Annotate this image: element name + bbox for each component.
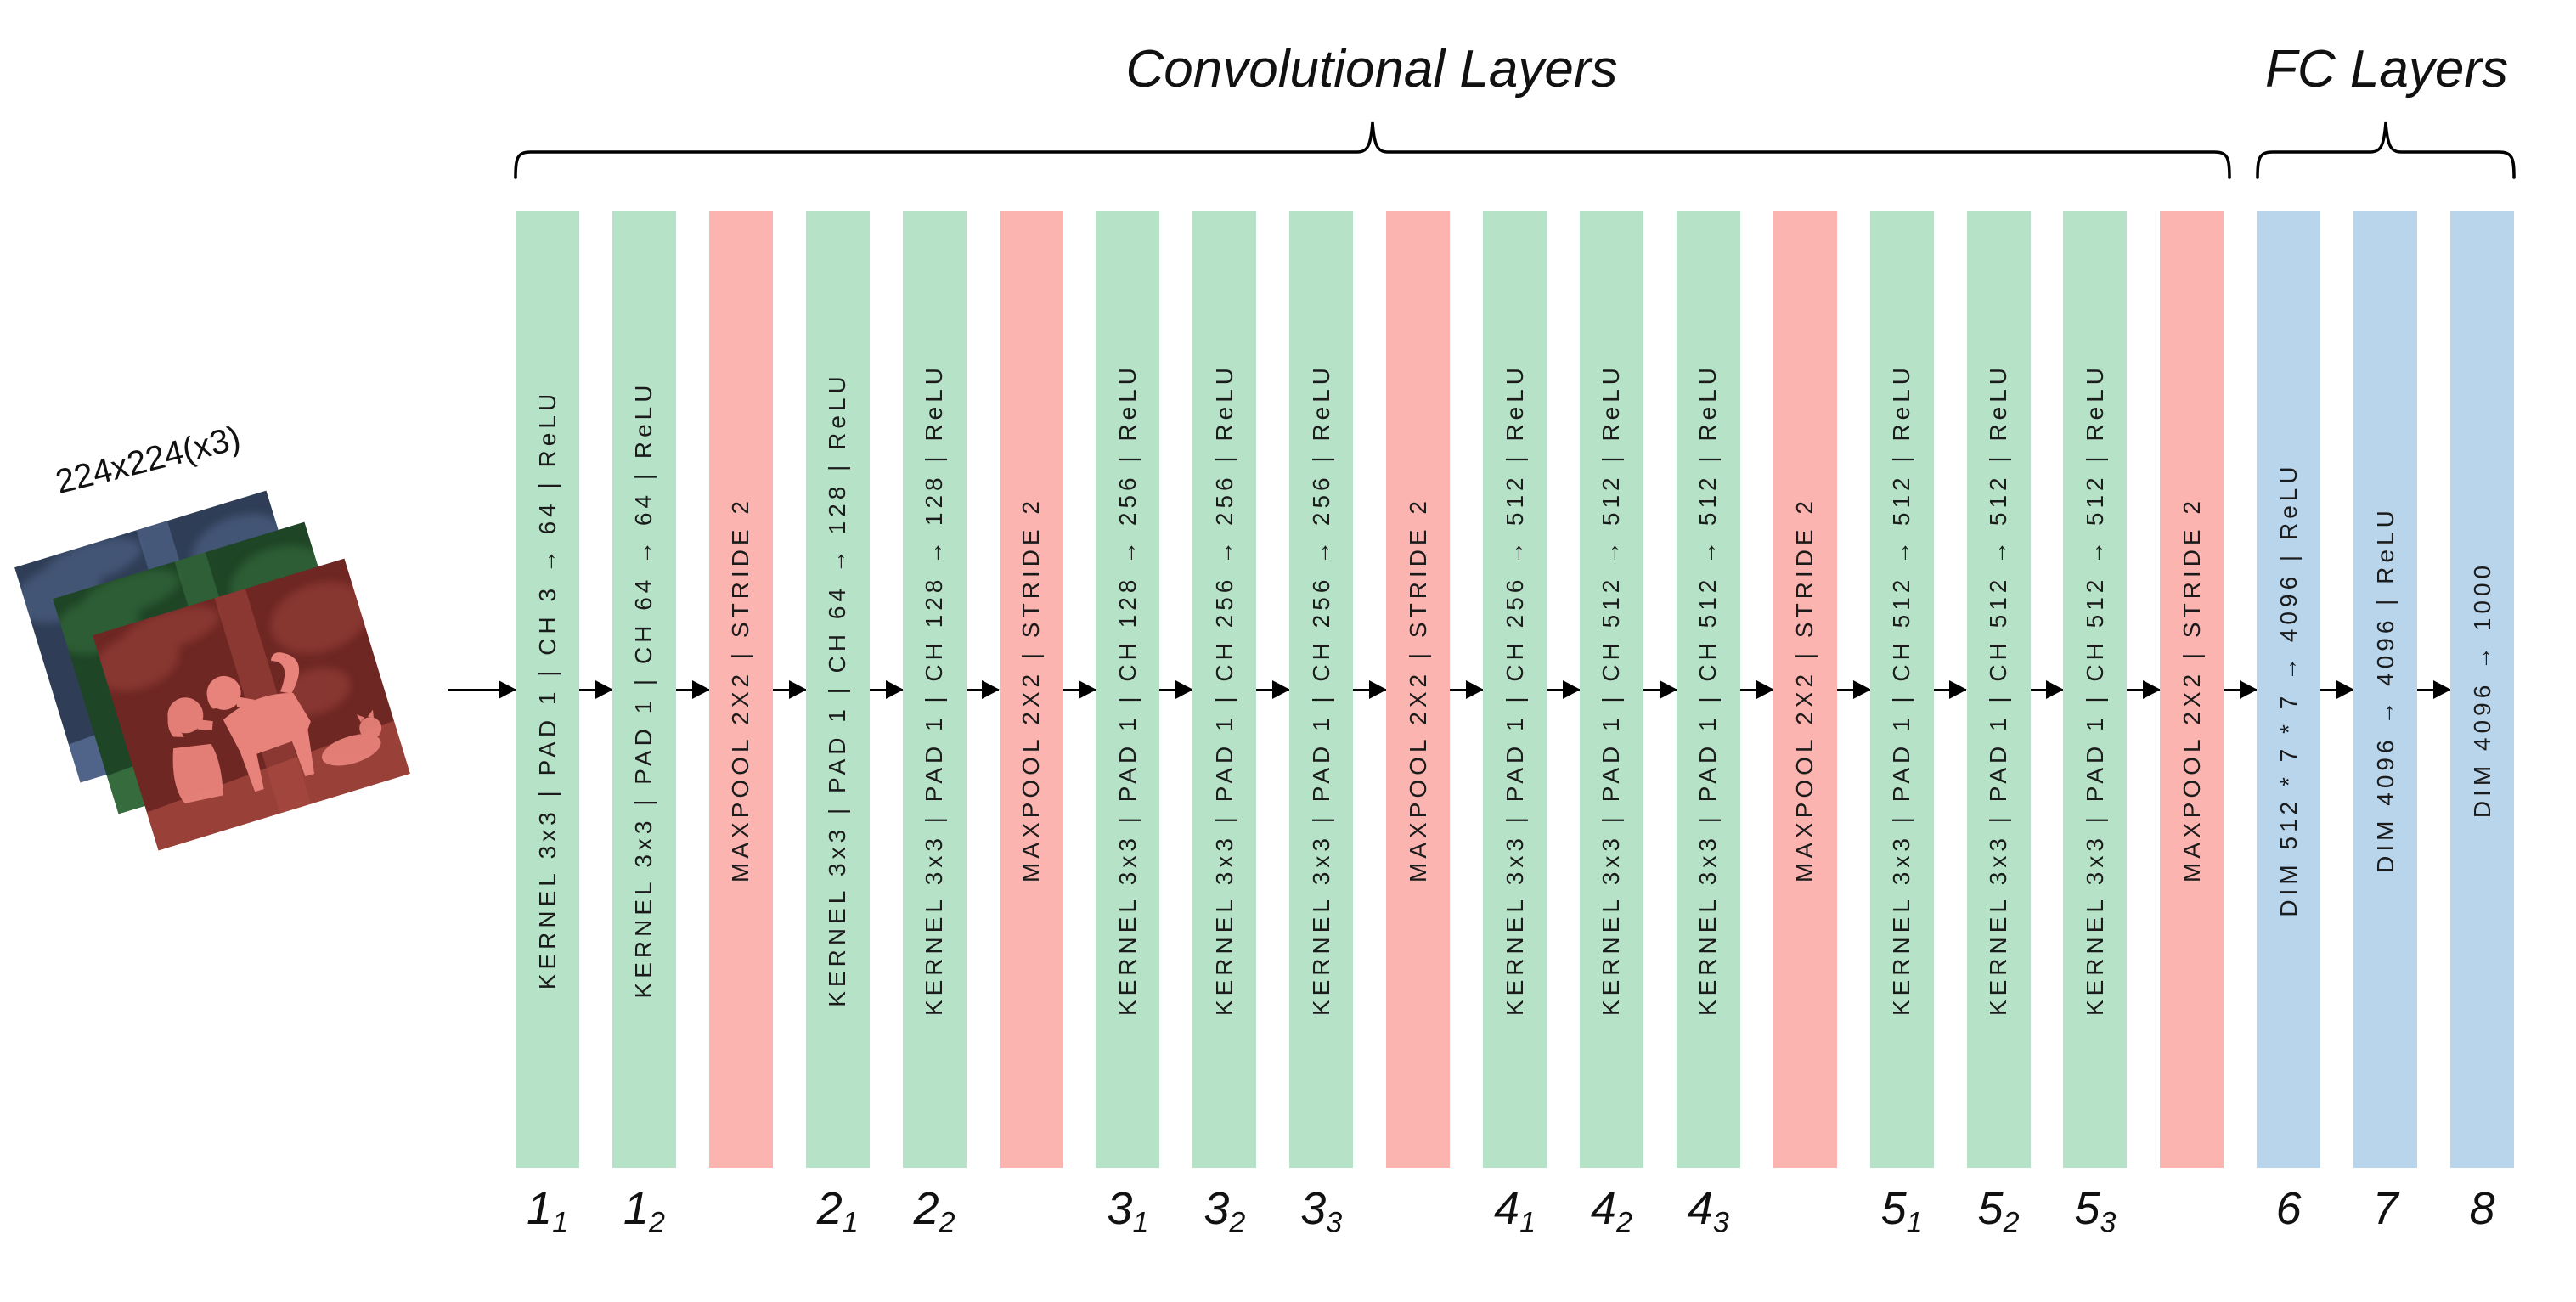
- layer-index-label: 41: [1494, 1183, 1536, 1239]
- flow-arrow: [869, 688, 903, 691]
- flow-arrow: [2224, 688, 2258, 691]
- layer-index-label: 22: [913, 1183, 955, 1239]
- layer-bar-text: MAXPOOL 2X2 | STRIDE 2: [1791, 496, 1818, 882]
- layer-bar-text: MAXPOOL 2X2 | STRIDE 2: [2178, 496, 2205, 882]
- flow-arrow: [966, 688, 1000, 691]
- flow-arrow: [1353, 688, 1387, 691]
- conv-layer-bar: KERNEL 3x3 | PAD 1 | CH 512 → 512 | ReLU: [1676, 211, 1740, 1168]
- layer-bar-text: DIM 4096 → 4096 | ReLU: [2371, 505, 2398, 873]
- flow-arrow: [1643, 688, 1677, 691]
- layer-bar-text: KERNEL 3x3 | PAD 1 | CH 512 → 512 | ReLU: [2081, 363, 2108, 1016]
- layer-bar-text: KERNEL 3x3 | PAD 1 | CH 64 → 64 | ReLU: [630, 380, 657, 998]
- layer-index-label: 42: [1590, 1183, 1632, 1239]
- flow-arrow: [1933, 688, 1967, 691]
- flow-arrow: [675, 688, 709, 691]
- conv-layer-bar: KERNEL 3x3 | PAD 1 | CH 256 → 256 | ReLU: [1192, 211, 1257, 1168]
- flow-arrow: [2417, 688, 2450, 691]
- flow-arrow: [1159, 688, 1193, 691]
- fc-layer-bar: DIM 4096 → 4096 | ReLU: [2353, 211, 2418, 1168]
- flow-arrow: [1063, 688, 1096, 691]
- flow-arrow: [2127, 688, 2161, 691]
- conv-layer-bar: KERNEL 3x3 | PAD 1 | CH 128 → 128 | ReLU: [902, 211, 967, 1168]
- layer-bar-text: DIM 512 * 7 * 7 → 4096 | ReLU: [2274, 461, 2302, 917]
- layer-index-label: 21: [816, 1183, 859, 1239]
- conv-layer-bar: KERNEL 3x3 | PAD 1 | CH 512 → 512 | ReLU: [2063, 211, 2128, 1168]
- layer-index-label: 33: [1300, 1183, 1343, 1239]
- maxpool-layer-bar: MAXPOOL 2X2 | STRIDE 2: [1386, 211, 1451, 1168]
- layer-bar-text: KERNEL 3x3 | PAD 1 | CH 128 → 128 | ReLU: [921, 363, 948, 1016]
- maxpool-layer-bar: MAXPOOL 2X2 | STRIDE 2: [2160, 211, 2224, 1168]
- layer-bar-text: KERNEL 3x3 | PAD 1 | CH 512 → 512 | ReLU: [1694, 363, 1722, 1016]
- layer-index-label: 53: [2074, 1183, 2117, 1239]
- flow-arrow: [579, 688, 612, 691]
- maxpool-layer-bar: MAXPOOL 2X2 | STRIDE 2: [1773, 211, 1837, 1168]
- conv-layer-bar: KERNEL 3x3 | PAD 1 | CH 512 → 512 | ReLU: [1579, 211, 1643, 1168]
- fc-layer-bar: DIM 4096 → 1000: [2450, 211, 2514, 1168]
- layer-bar-text: KERNEL 3x3 | PAD 1 | CH 256 → 256 | ReLU: [1307, 363, 1334, 1016]
- flow-arrow: [1547, 688, 1580, 691]
- conv-layer-bar: KERNEL 3x3 | PAD 1 | CH 256 → 512 | ReLU: [1483, 211, 1547, 1168]
- layer-bar-text: KERNEL 3x3 | PAD 1 | CH 256 → 512 | ReLU: [1501, 363, 1528, 1016]
- layer-bar-text: KERNEL 3x3 | PAD 1 | CH 64 → 128 | ReLU: [824, 371, 851, 1007]
- layer-index-label: 12: [623, 1183, 665, 1239]
- layer-index-label: 51: [1880, 1183, 1923, 1239]
- layer-bar-text: KERNEL 3x3 | PAD 1 | CH 3 → 64 | ReLU: [533, 389, 561, 989]
- conv-layer-bar: KERNEL 3x3 | PAD 1 | CH 512 → 512 | ReLU: [1869, 211, 1934, 1168]
- layer-bar-text: MAXPOOL 2X2 | STRIDE 2: [727, 496, 754, 882]
- conv-section-title: Convolutional Layers: [1125, 40, 1618, 99]
- layer-index-label: 31: [1107, 1183, 1149, 1239]
- fc-layers-brace: [2256, 121, 2516, 179]
- flow-arrow: [1450, 688, 1483, 691]
- maxpool-layer-bar: MAXPOOL 2X2 | STRIDE 2: [708, 211, 773, 1168]
- layer-index-label: 32: [1203, 1183, 1246, 1239]
- flow-arrow: [1836, 688, 1870, 691]
- layer-bar-text: KERNEL 3x3 | PAD 1 | CH 512 → 512 | ReLU: [1985, 363, 2011, 1016]
- layer-bar-text: DIM 4096 → 1000: [2468, 561, 2495, 818]
- fc-section-title: FC Layers: [2265, 40, 2508, 99]
- flow-arrow: [2320, 688, 2354, 691]
- input-dimensions-label: 224x224(x3): [52, 419, 245, 502]
- maxpool-layer-bar: MAXPOOL 2X2 | STRIDE 2: [999, 211, 1063, 1168]
- layer-index-label: 8: [2469, 1183, 2495, 1234]
- conv-layer-bar: KERNEL 3x3 | PAD 1 | CH 256 → 256 | ReLU: [1289, 211, 1354, 1168]
- fc-layer-bar: DIM 512 * 7 * 7 → 4096 | ReLU: [2257, 211, 2321, 1168]
- conv-layer-bar: KERNEL 3x3 | PAD 1 | CH 64 → 128 | ReLU: [805, 211, 870, 1168]
- conv-layer-bar: KERNEL 3x3 | PAD 1 | CH 3 → 64 | ReLU: [516, 211, 579, 1168]
- layer-index-label: 7: [2372, 1183, 2398, 1234]
- layer-index-label: 11: [527, 1183, 568, 1239]
- layer-index-label: 6: [2275, 1183, 2302, 1234]
- layer-bar-text: KERNEL 3x3 | PAD 1 | CH 512 → 512 | ReLU: [1598, 363, 1625, 1016]
- layer-index-label: 52: [1977, 1183, 2020, 1239]
- flow-arrow: [1256, 688, 1290, 691]
- layer-bar-text: KERNEL 3x3 | PAD 1 | CH 256 → 256 | ReLU: [1210, 363, 1237, 1016]
- layer-bar-text: KERNEL 3x3 | PAD 1 | CH 128 → 256 | ReLU: [1113, 363, 1141, 1016]
- section-braces: [514, 121, 2516, 179]
- conv-layer-bar: KERNEL 3x3 | PAD 1 | CH 128 → 256 | ReLU: [1096, 211, 1160, 1168]
- layer-bar-text: KERNEL 3x3 | PAD 1 | CH 512 → 512 | ReLU: [1888, 363, 1915, 1016]
- layer-index-label: 43: [1687, 1183, 1729, 1239]
- conv-layer-bar: KERNEL 3x3 | PAD 1 | CH 512 → 512 | ReLU: [1966, 211, 2031, 1168]
- layer-bar-text: MAXPOOL 2X2 | STRIDE 2: [1404, 496, 1431, 882]
- conv-layer-bar: KERNEL 3x3 | PAD 1 | CH 64 → 64 | ReLU: [612, 211, 676, 1168]
- flow-arrow: [2030, 688, 2064, 691]
- input-flow-arrow: [448, 688, 516, 691]
- conv-layers-brace: [514, 121, 2231, 179]
- flow-arrow: [772, 688, 806, 691]
- flow-arrow: [1739, 688, 1773, 691]
- layer-bar-text: MAXPOOL 2X2 | STRIDE 2: [1017, 496, 1044, 882]
